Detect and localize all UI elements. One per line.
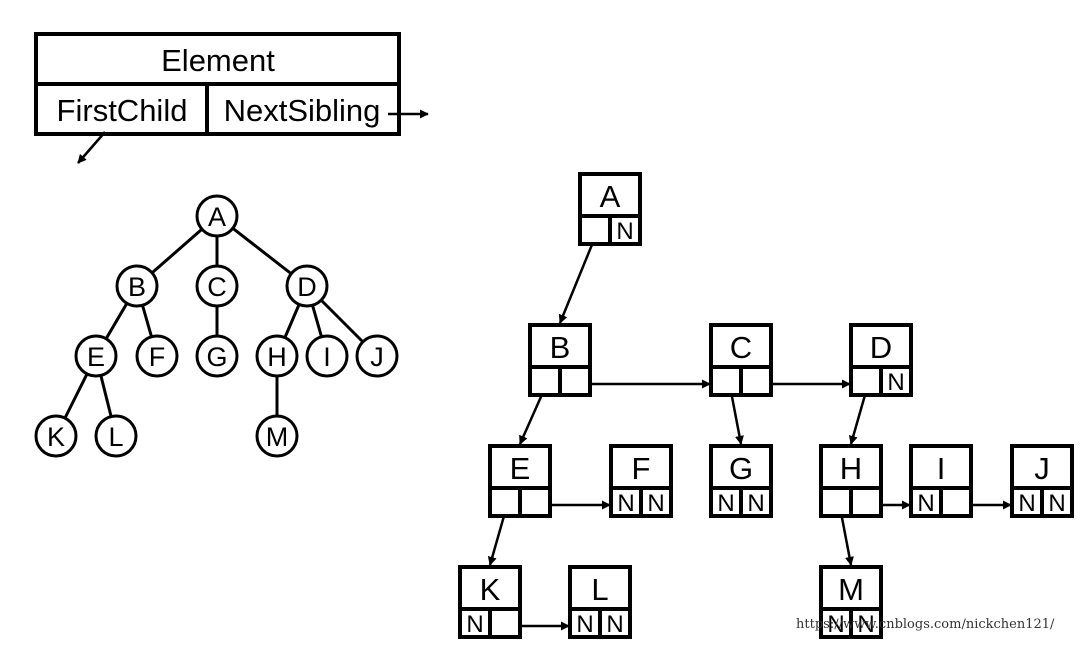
list-node-label: J (1034, 451, 1050, 486)
list-node-h: H (819, 444, 883, 518)
tree-node-c: C (195, 264, 239, 308)
tree-node-circle (285, 264, 329, 308)
list-node-next-sibling-null: N (606, 611, 623, 638)
tree-node-l: L (94, 414, 138, 458)
list-node-label: M (838, 572, 864, 607)
list-node-label: G (729, 451, 753, 486)
tree-node-label: J (370, 342, 384, 372)
list-node-label: A (600, 179, 621, 214)
tree-node-j: J (355, 334, 399, 378)
tree-node-label: B (128, 272, 146, 302)
tree-node-f: F (135, 334, 179, 378)
tree-node-label: F (149, 342, 166, 372)
list-node-label: K (480, 572, 501, 607)
legend-node-structure: Element FirstChild NextSibling (34, 32, 429, 164)
tree-node-label: E (87, 342, 105, 372)
list-node-first-child-null: N (917, 490, 934, 517)
list-node-b: B (528, 323, 592, 397)
tree-node-d: D (285, 264, 329, 308)
tree-node-circle (355, 334, 399, 378)
tree-node-circle (135, 334, 179, 378)
tree-node-label: D (297, 272, 317, 302)
legend-element-label: Element (161, 43, 275, 78)
list-node-first-child-null: N (466, 611, 483, 638)
tree-node-h: H (255, 334, 299, 378)
list-node-first-child-null: N (576, 611, 593, 638)
list-node-label: F (632, 451, 651, 486)
list-node-i: IN (909, 444, 973, 518)
tree-node-g: G (195, 334, 239, 378)
tree-node-circle (195, 334, 239, 378)
list-node-k: KN (458, 565, 522, 639)
list-node-next-sibling-null: N (647, 490, 664, 517)
list-node-first-child-null: N (827, 611, 844, 638)
list-node-label: D (870, 330, 892, 365)
tree-node-circle (255, 334, 299, 378)
tree-node-circle (195, 264, 239, 308)
tree-node-circle (255, 414, 299, 458)
list-node-next-sibling-null: N (887, 369, 904, 396)
list-node-first-child-null: N (1018, 490, 1035, 517)
tree-node-label: G (206, 342, 227, 372)
tree-nodes: A B C D E F G H I J K L M (34, 194, 399, 458)
tree-node-circle (195, 194, 239, 238)
list-node-label: L (591, 572, 608, 607)
list-node-box (488, 444, 552, 518)
list-node-first-child-null: N (617, 490, 634, 517)
tree-node-label: L (108, 422, 123, 452)
list-node-next-sibling-null: N (1048, 490, 1065, 517)
watermark-url: https://www.cnblogs.com/nickchen121/ (796, 617, 1055, 632)
list-node-label: C (730, 330, 752, 365)
list-node-next-sibling-null: N (747, 490, 764, 517)
tree-node-a: A (195, 194, 239, 238)
list-node-a: AN (578, 172, 642, 246)
tree-node-label: C (207, 272, 227, 302)
tree-node-m: M (255, 414, 299, 458)
tree-node-b: B (115, 264, 159, 308)
list-node-next-sibling-null: N (857, 611, 874, 638)
tree-node-label: A (208, 202, 226, 232)
list-node-next-sibling-null: N (616, 218, 633, 245)
tree-node-label: I (323, 342, 331, 372)
tree-node-circle (115, 264, 159, 308)
tree-node-label: M (266, 422, 289, 452)
tree-node-circle (74, 334, 118, 378)
legend-first-child-label: FirstChild (57, 93, 188, 128)
list-node-c: C (709, 323, 773, 397)
tree-node-circle (34, 414, 78, 458)
tree-node-k: K (34, 414, 78, 458)
list-node-first-child-null: N (717, 490, 734, 517)
list-node-e: E (488, 444, 552, 518)
tree-edges (54, 214, 379, 437)
tree-node-label: K (47, 422, 65, 452)
tree-node-circle (94, 414, 138, 458)
tree-node-label: H (267, 342, 287, 372)
list-node-label: H (840, 451, 862, 486)
list-node-label: I (937, 451, 946, 486)
legend-next-sibling-label: NextSibling (224, 93, 381, 128)
list-node-d: DN (849, 323, 913, 397)
list-node-label: E (510, 451, 531, 486)
legend-first-child-arrow (77, 131, 106, 164)
list-node-label: B (550, 330, 571, 365)
tree-node-i: I (305, 334, 349, 378)
tree-node-circle (305, 334, 349, 378)
tree-node-e: E (74, 334, 118, 378)
